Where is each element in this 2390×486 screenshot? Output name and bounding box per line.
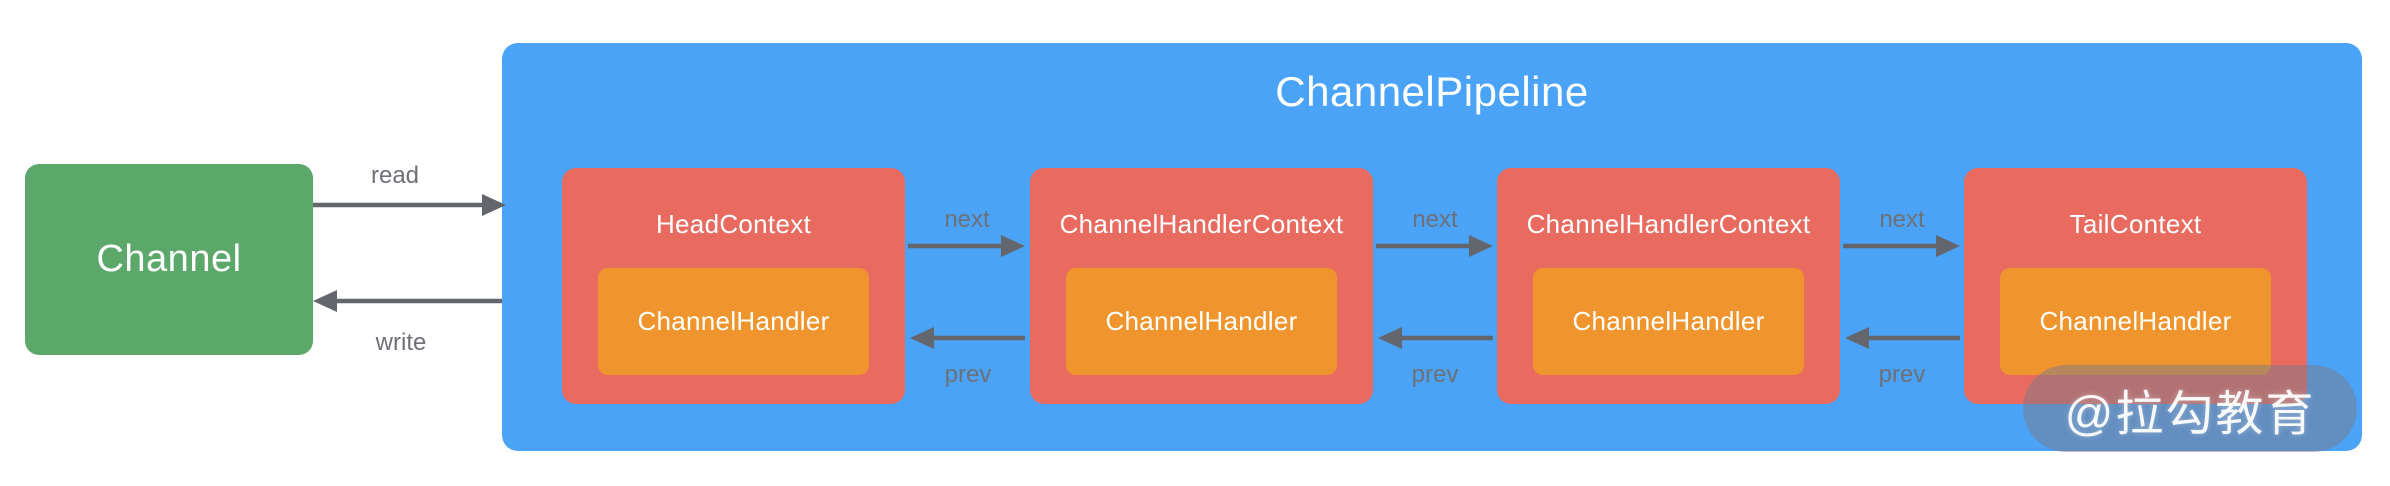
watermark-text: @拉勾教育 [2064,387,2316,441]
context-box-handler-1: ChannelHandlerContext ChannelHandler [1030,168,1373,404]
channel-box: Channel [25,164,313,355]
next-label-1: next [944,206,990,233]
channel-label: Channel [96,238,242,280]
context-box-head: HeadContext ChannelHandler [562,168,905,404]
handler-label: ChannelHandler [637,306,830,336]
context-box-tail: TailContext ChannelHandler [1964,168,2307,404]
handler-box: ChannelHandler [2000,268,2271,375]
context-title: ChannelHandlerContext [1059,209,1344,239]
prev-label-1: prev [944,361,992,388]
write-arrow-head [313,290,337,312]
handler-box: ChannelHandler [598,268,869,375]
prev-label-2: prev [1411,361,1459,388]
context-title: HeadContext [655,209,812,239]
context-title: ChannelHandlerContext [1526,209,1811,239]
watermark-badge: @拉勾教育 [2023,365,2357,452]
context-box-handler-2: ChannelHandlerContext ChannelHandler [1497,168,1840,404]
next-label-3: next [1879,206,1925,233]
next-label-2: next [1412,206,1458,233]
pipeline-title: ChannelPipeline [1275,68,1589,115]
handler-box: ChannelHandler [1066,268,1337,375]
handler-label: ChannelHandler [1105,306,1298,336]
handler-box: ChannelHandler [1533,268,1804,375]
handler-label: ChannelHandler [2039,306,2232,336]
context-title: TailContext [2069,209,2202,239]
prev-label-3: prev [1878,361,1926,388]
read-label: read [370,162,420,189]
handler-label: ChannelHandler [1572,306,1765,336]
write-label: write [375,329,427,356]
